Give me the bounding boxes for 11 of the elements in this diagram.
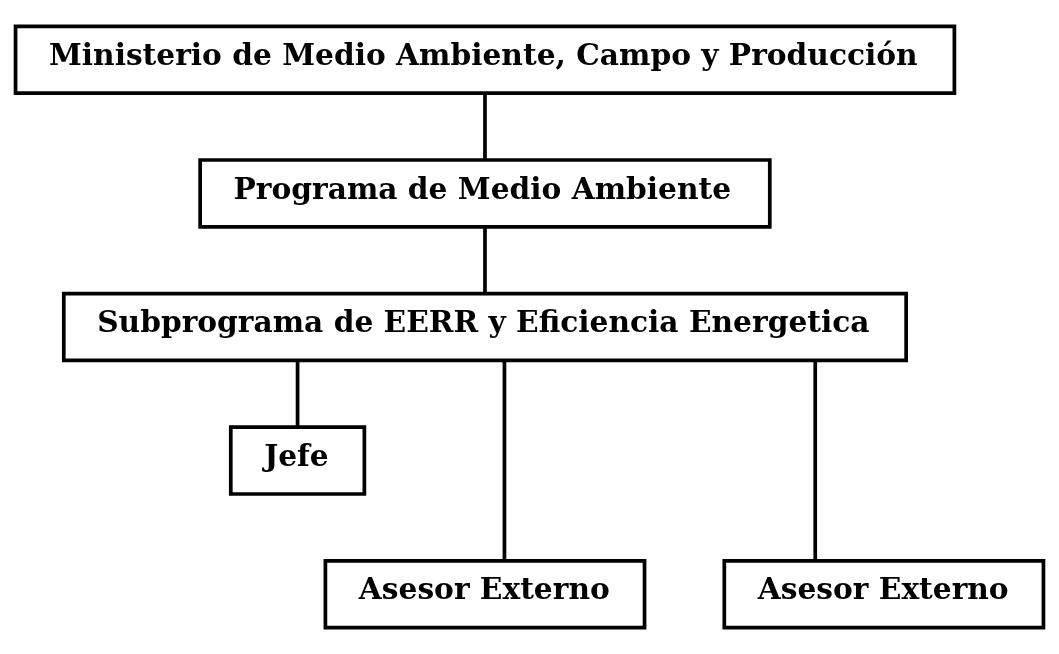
node-box: Asesor Externo — [323, 558, 647, 630]
connector — [483, 227, 487, 293]
node-box: Programa de Medio Ambiente — [198, 158, 772, 229]
node-box: Ministerio de Medio Ambiente, Campo y Producción — [13, 24, 957, 96]
connector — [502, 360, 507, 561]
node-box: Subprograma de EERR y Eficiencia Energetica — [61, 291, 908, 363]
node-box: Asesor Externo — [722, 558, 1046, 630]
connector — [813, 360, 818, 561]
connector — [483, 93, 487, 160]
node-box: Jefe — [228, 425, 367, 496]
connector — [295, 360, 300, 427]
